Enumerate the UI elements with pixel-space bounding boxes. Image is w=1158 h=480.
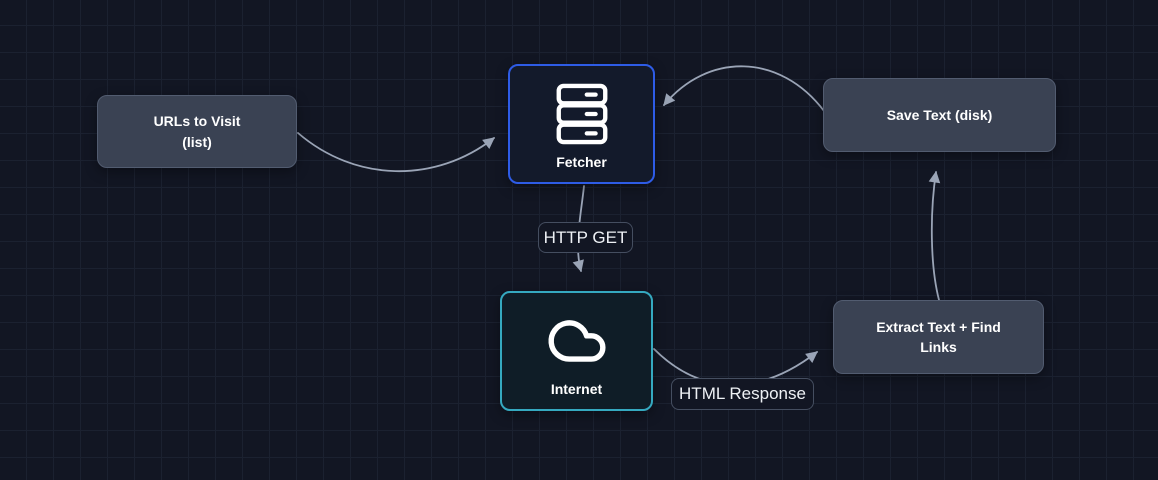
node-label: Save Text (disk) [886,106,993,123]
node-extract-text-find-links[interactable]: Extract Text + Find Links [833,300,1044,374]
edge-label-http-get[interactable]: HTTP GET [538,222,633,253]
node-urls-to-visit[interactable]: URLs to Visit (list) [97,95,297,168]
edge-label-html-response[interactable]: HTML Response [671,378,814,410]
node-label: Fetcher [556,154,607,170]
server-icon [551,80,613,148]
node-label: URLs to Visit (list) [153,113,241,150]
node-save-text-disk[interactable]: Save Text (disk) [823,78,1056,152]
node-internet[interactable]: Internet [500,291,653,411]
node-fetcher[interactable]: Fetcher [508,64,655,184]
node-label: Extract Text + Find Links [876,318,1001,355]
edge-save-to-fetcher[interactable] [663,65,825,112]
cloud-icon [544,307,610,375]
edge-extract-to-save[interactable] [928,170,941,301]
node-label: Internet [550,381,603,397]
edge-urls-to-fetcher[interactable] [297,132,495,173]
edge-label-text: HTTP GET [543,227,628,247]
edge-label-text: HTML Response [679,384,806,403]
